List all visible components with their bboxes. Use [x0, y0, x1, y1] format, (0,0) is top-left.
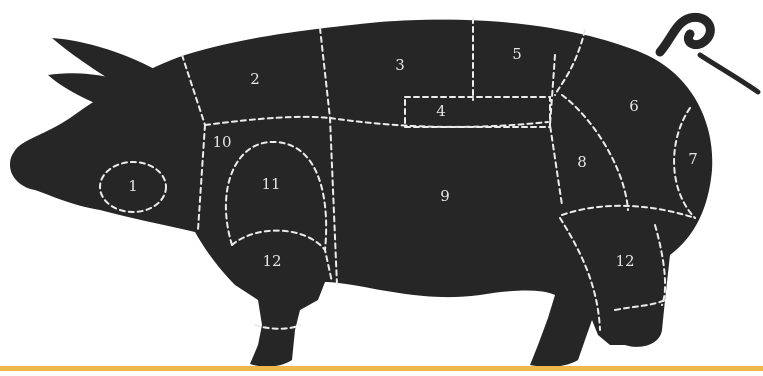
tail-tip [700, 55, 758, 92]
pig-silhouette [10, 17, 758, 366]
cut-label-7: 7 [688, 150, 698, 168]
cut-label-8: 8 [577, 153, 587, 171]
cut-label-11: 11 [261, 175, 280, 193]
ground-bar [0, 366, 763, 371]
cut-label-4: 4 [436, 102, 446, 120]
cut-label-5: 5 [512, 45, 522, 63]
tail [660, 17, 710, 52]
cut-label-12-hind: 12 [615, 252, 634, 270]
cut-label-1: 1 [128, 177, 138, 195]
cut-label-6: 6 [629, 97, 639, 115]
cut-label-2: 2 [250, 70, 260, 88]
cut-label-10: 10 [212, 133, 231, 151]
cut-label-3: 3 [395, 56, 405, 74]
cut-label-9: 9 [440, 187, 450, 205]
cut-label-12-front: 12 [262, 252, 281, 270]
